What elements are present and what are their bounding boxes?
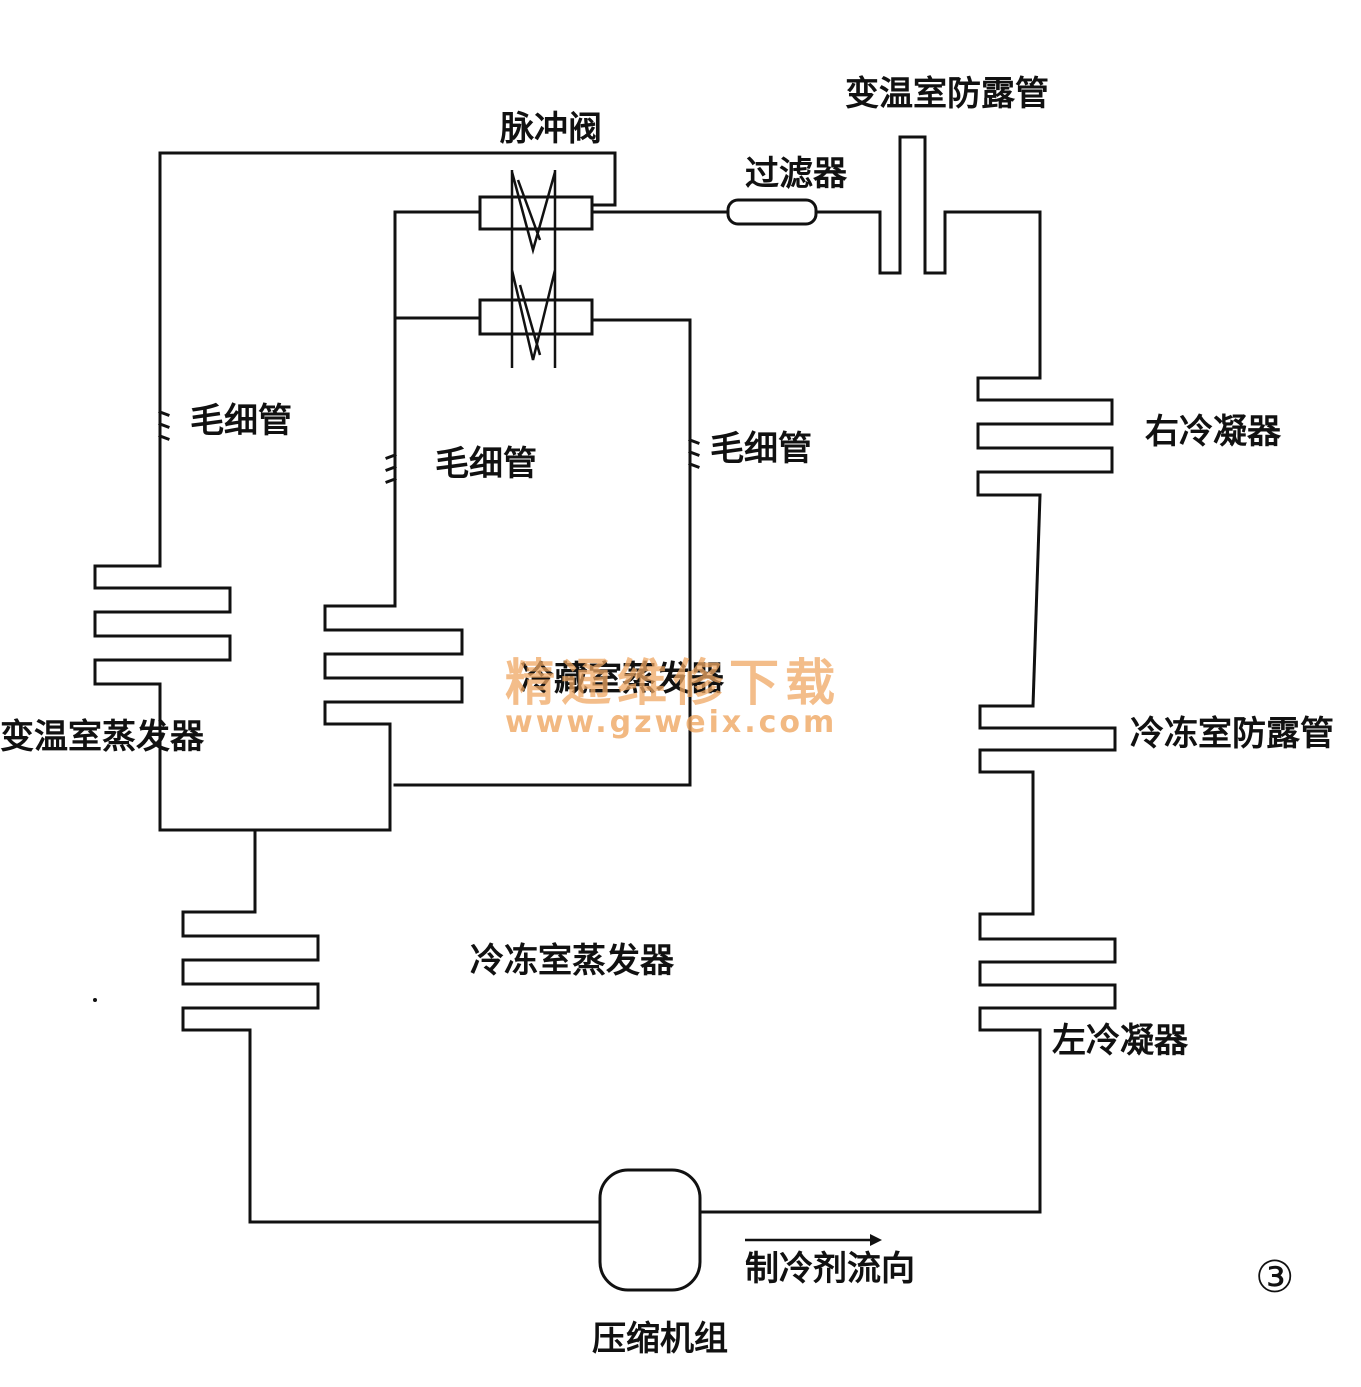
fridge-evaporator-coil (323, 604, 464, 832)
label-var-temp-anti-dew-pipe: 变温室防露管 (845, 74, 1049, 114)
pulse-valve-coil (510, 170, 557, 368)
pulse-valve-upper (478, 195, 594, 231)
var-temp-anti-dew-pipe (828, 135, 947, 275)
label-left-condenser: 左冷凝器 (1052, 1021, 1189, 1061)
pulse-valve-lower (478, 298, 594, 336)
pipe-right-branch-down (393, 476, 692, 787)
capillary-middle (385, 443, 397, 497)
filter-body (726, 198, 818, 226)
label-fridge-evaporator: 冷藏室蒸发器 (520, 659, 725, 699)
label-compressor: 压缩机组 (592, 1319, 728, 1359)
right-condenser-coil (976, 376, 1114, 497)
capillary-right (688, 428, 700, 480)
label-capillary-left: 毛细管 (190, 401, 292, 441)
pipe-valve-lower-right (590, 318, 692, 432)
label-refrigerant-direction: 制冷剂流向 (745, 1249, 915, 1289)
pipe-compressor-to-left-condenser (698, 1028, 1042, 1214)
label-capillary-right: 毛细管 (710, 429, 812, 469)
watermark-title: 精通维修下载 (505, 654, 841, 712)
var-temp-evaporator-coil (93, 564, 392, 832)
label-capillary-middle: 毛细管 (435, 444, 537, 484)
label-freezer-evaporator: 冷冻室蒸发器 (470, 941, 675, 981)
label-right-condenser: 右冷凝器 (1145, 412, 1282, 452)
label-freezer-anti-dew-pipe: 冷冻室防露管 (1130, 714, 1334, 754)
compressor-unit (598, 1168, 702, 1292)
pipe-valve-to-var-temp-branch (158, 151, 617, 407)
left-condenser-coil (978, 912, 1117, 1032)
label-pulse-valve: 脉冲阀 (500, 109, 602, 149)
refrigerant-direction-arrowhead (870, 1234, 882, 1246)
capillary-left (158, 403, 170, 452)
label-filter: 过滤器 (745, 154, 848, 194)
freezer-evaporator-coil (181, 910, 602, 1224)
pipe-anti-dew-up (1031, 493, 1042, 708)
pipe-right-condenser-to-antidew (943, 210, 1042, 380)
speck (93, 998, 97, 1002)
pipe-valve-upper-left (393, 210, 482, 320)
freezer-anti-dew-pipe-coil (978, 704, 1117, 774)
label-var-temp-evaporator: 变温室蒸发器 (0, 717, 205, 757)
watermark-url: www.gzweix.com (505, 705, 837, 740)
figure-number: ③ (1255, 1252, 1294, 1303)
